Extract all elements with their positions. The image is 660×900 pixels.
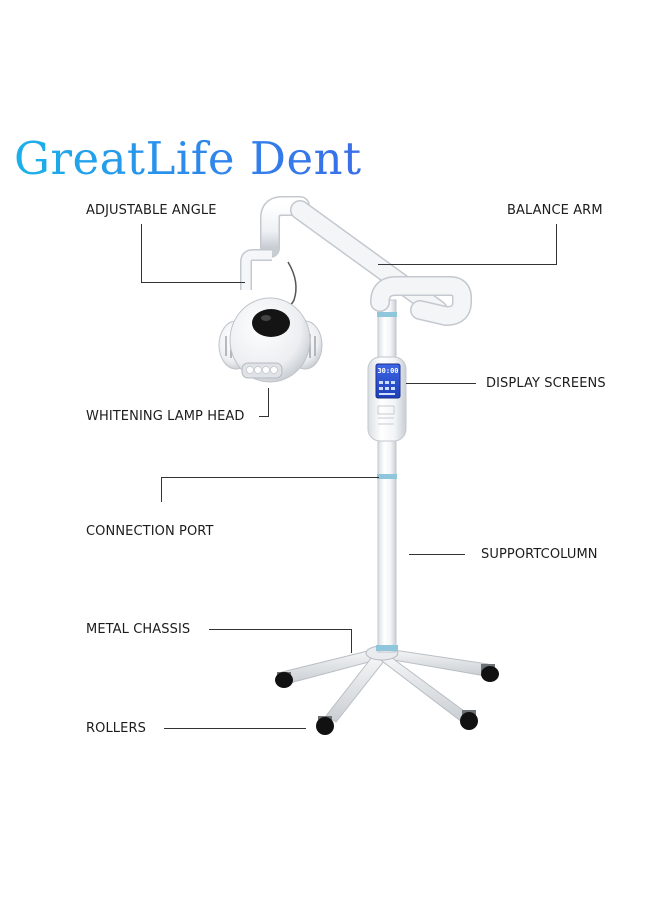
leader-connection-port-h <box>161 477 379 478</box>
leader-support-column <box>409 554 465 555</box>
brand-logo: GreatLife Dent <box>14 124 362 194</box>
label-balance-arm: BALANCE ARM <box>507 203 603 218</box>
leader-lamp-head-v <box>268 388 269 416</box>
label-metal-chassis: METAL CHASSIS <box>86 622 191 637</box>
label-adjustable-angle: ADJUSTABLE ANGLE <box>86 203 217 218</box>
label-rollers: ROLLERS <box>86 721 146 736</box>
leader-adjustable-angle-h <box>141 282 245 283</box>
support-column <box>376 299 398 653</box>
leader-rollers <box>164 728 306 729</box>
whitening-lamp-head <box>218 297 323 383</box>
leader-metal-chassis-h <box>209 629 351 630</box>
balance-arm <box>260 196 472 327</box>
leader-display-screens <box>406 383 476 384</box>
leader-adjustable-angle-v <box>141 224 142 282</box>
leader-connection-port-v <box>161 477 162 502</box>
display-housing <box>367 356 407 442</box>
label-connection-port: CONNECTION PORT <box>86 524 214 539</box>
leader-balance-arm-h <box>378 264 557 265</box>
label-whitening-lamp-head: WHITENING LAMP HEAD <box>86 409 245 424</box>
rollers-casters <box>275 664 499 735</box>
leader-metal-chassis-v <box>351 629 352 653</box>
leader-lamp-head-h <box>259 416 269 417</box>
display-timer: 30:00 <box>377 367 399 375</box>
label-support-column: SUPPORTCOLUMN <box>481 547 598 562</box>
base-chassis <box>281 645 489 723</box>
label-display-screens: DISPLAY SCREENS <box>486 376 606 391</box>
leader-balance-arm-v <box>556 224 557 264</box>
